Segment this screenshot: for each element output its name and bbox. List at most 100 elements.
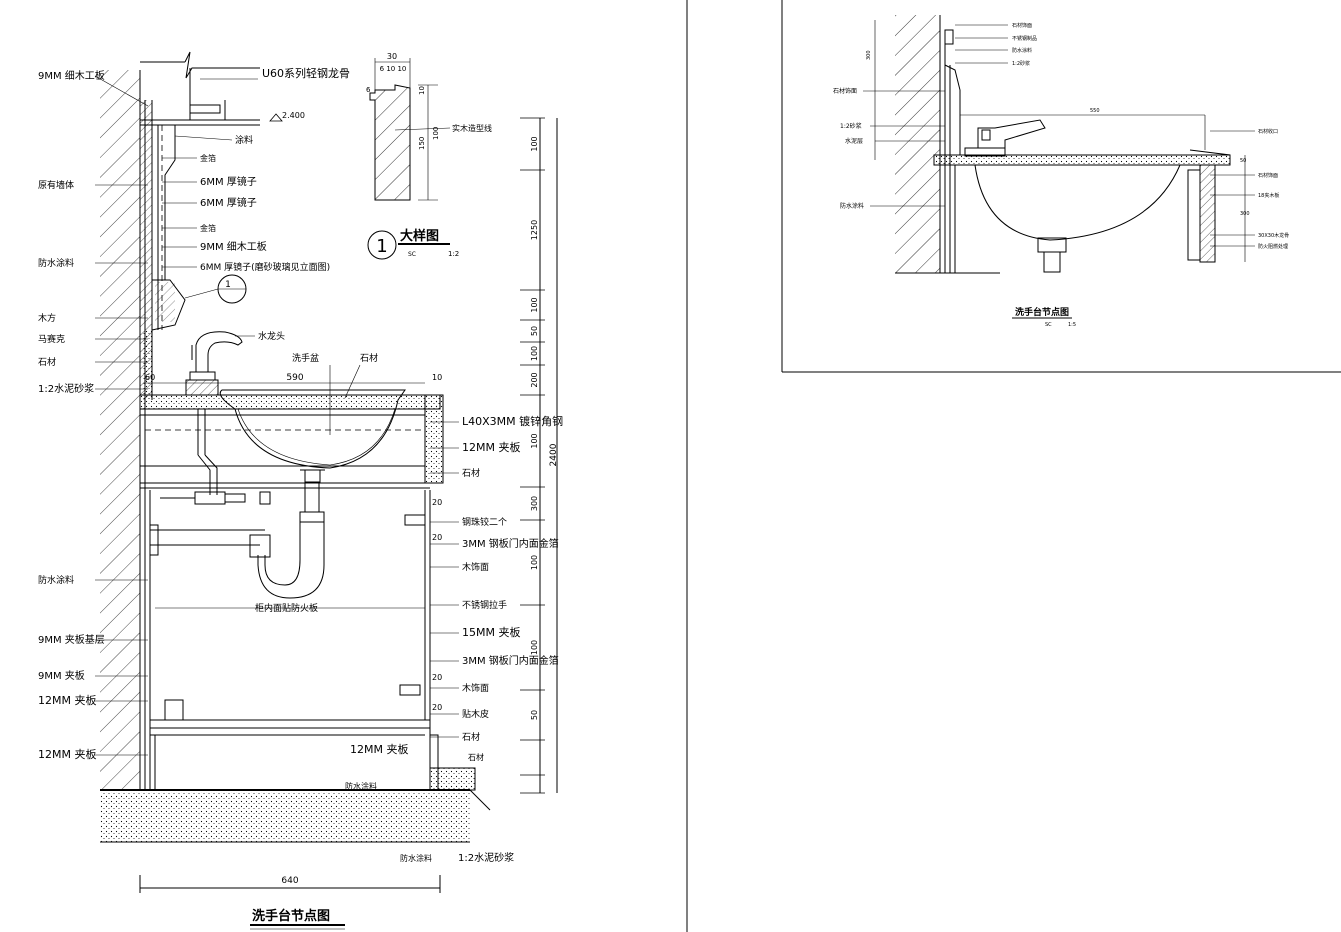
svg-text:550: 550: [1090, 108, 1100, 114]
panel2-title: 洗手台节点图: [1015, 306, 1069, 318]
svg-text:100: 100: [432, 127, 440, 140]
right-label: 石材: [468, 752, 484, 762]
dim-total: 2400: [549, 443, 559, 466]
panel2-drawing: 550 50 300 300 洗手台节点图 SC 1:5: [866, 15, 1250, 328]
left-label: 9MM 夹板: [38, 669, 85, 682]
vertical-dim: 100: [530, 640, 539, 655]
right-label: 1:2水泥砂浆: [458, 851, 514, 864]
right-label: 钢珠铰二个: [462, 516, 507, 528]
panel2-right-label: 18夹木板: [1258, 192, 1279, 199]
right-label: 木饰面: [462, 682, 489, 694]
panel2-left-label: 防水涂料: [840, 202, 864, 210]
svg-text:20: 20: [432, 673, 442, 682]
left-label: 9MM 细木工板: [38, 69, 105, 82]
panel2-left-label: 水泥层: [845, 137, 863, 145]
svg-text:10: 10: [418, 86, 426, 95]
panel2-left-label: 1:2砂浆: [840, 122, 862, 130]
detail-marker-title: 大样图: [400, 228, 439, 244]
left-label: 1:2水泥砂浆: [38, 382, 94, 395]
left-label: 原有墙体: [38, 179, 74, 191]
right-label: 12MM 夹板: [350, 742, 408, 756]
svg-text:6: 6: [366, 86, 371, 94]
right-label: 3MM 钢板门内面金箔: [462, 654, 559, 667]
svg-text:1:5: 1:5: [1068, 322, 1076, 328]
svg-text:6MM 厚镜子: 6MM 厚镜子: [200, 175, 257, 188]
left-label: 12MM 夹板: [38, 747, 96, 761]
right-label: 3MM 钢板门内面金箔: [462, 537, 559, 550]
detail-label: 实木造型线: [452, 123, 492, 133]
svg-text:9MM 细木工板: 9MM 细木工板: [200, 240, 267, 253]
right-label: 15MM 夹板: [462, 625, 520, 639]
svg-text:150: 150: [418, 137, 426, 150]
panel2-top-label: 防水涂料: [1012, 47, 1032, 54]
svg-text:1:2: 1:2: [448, 250, 459, 258]
vertical-dim: 50: [530, 326, 539, 336]
main-title: 洗手台节点图: [252, 908, 330, 924]
label-stone-top: 石材: [360, 352, 378, 364]
right-label: 防水涂料: [400, 853, 432, 863]
small-dims: 10 20 20 20 20 60: [145, 373, 442, 712]
vertical-dim: 1250: [530, 220, 539, 240]
right-label: 贴木皮: [462, 708, 489, 720]
top-labels: U60系列轻钢龙骨 2.400 涂料 金箔 6MM 厚镜子 6MM 厚镜子 金箔…: [162, 66, 378, 614]
right-label: L40X3MM 镀锌角钢: [462, 414, 563, 428]
svg-text:SC: SC: [408, 251, 416, 258]
panel2-top-label: 石材饰面: [1012, 22, 1032, 29]
svg-text:6MM 厚镜子(磨砂玻璃见立面图): 6MM 厚镜子(磨砂玻璃见立面图): [200, 261, 330, 273]
label-basin: 洗手盆: [292, 352, 319, 364]
svg-text:300: 300: [866, 50, 872, 60]
dim-basin: 590: [286, 373, 303, 383]
label-elev: 2.400: [282, 111, 305, 120]
svg-text:金箔: 金箔: [200, 223, 216, 233]
floor-hatch: [100, 792, 470, 842]
right-label: 防水涂料: [345, 781, 377, 791]
main-section: 640 590: [100, 51, 491, 893]
svg-text:30: 30: [387, 52, 397, 61]
label-keel: U60系列轻钢龙骨: [262, 66, 350, 80]
panel2-right-label: 石材收口: [1258, 128, 1278, 135]
vertical-dim: 100: [530, 136, 539, 151]
left-label: 防水涂料: [38, 574, 74, 586]
detail-drawing: 30 6 10 10 10 100 150 6 实木造型线 1 大样图 SC 1…: [366, 52, 492, 260]
main-title-block: 洗手台节点图: [250, 908, 345, 930]
left-label: 9MM 夹板基层: [38, 633, 105, 646]
svg-text:金箔: 金箔: [200, 153, 216, 163]
svg-text:300: 300: [1240, 211, 1250, 217]
left-label: 马赛克: [38, 333, 65, 345]
right-label: 不锈钢拉手: [462, 599, 507, 611]
right-label: 12MM 夹板: [462, 440, 520, 454]
svg-text:60: 60: [145, 373, 155, 382]
label-faucet: 水龙头: [258, 330, 285, 342]
vertical-dim: 100: [530, 433, 539, 448]
right-label: 木饰面: [462, 561, 489, 573]
left-label: 木方: [38, 312, 56, 324]
svg-text:20: 20: [432, 703, 442, 712]
panel2-right-label: 防火阻燃处理: [1258, 243, 1288, 250]
svg-text:50: 50: [1240, 158, 1246, 164]
vertical-dim: 200: [530, 372, 539, 387]
vertical-dim: 100: [530, 297, 539, 312]
vertical-dim: 50: [530, 710, 539, 720]
panel2-top-label: 不锈钢制品: [1012, 35, 1037, 42]
right-label: 石材: [462, 467, 480, 479]
sheet-borders: [686, 0, 1341, 932]
right-label: 石材: [462, 731, 480, 743]
section-ref: 1: [225, 280, 231, 290]
left-label: 12MM 夹板: [38, 693, 96, 707]
panel2-left-label: 石材饰面: [833, 87, 857, 95]
panel2-labels: 石材饰面1:2砂浆水泥层防水涂料石材饰面不锈钢制品防水涂料1:2砂浆石材收口石材…: [833, 22, 1289, 250]
svg-text:20: 20: [432, 533, 442, 542]
dim-width: 640: [281, 876, 298, 886]
left-label: 石材: [38, 356, 56, 368]
existing-wall-hatch: [100, 70, 140, 790]
vertical-dim: 100: [530, 346, 539, 361]
svg-text:20: 20: [432, 498, 442, 507]
svg-text:SC: SC: [1045, 322, 1052, 328]
panel2-top-label: 1:2砂浆: [1012, 60, 1030, 67]
svg-text:10: 10: [432, 373, 442, 382]
detail-marker-num: 1: [376, 236, 387, 257]
inner-label: 柜内面贴防火板: [255, 602, 318, 614]
